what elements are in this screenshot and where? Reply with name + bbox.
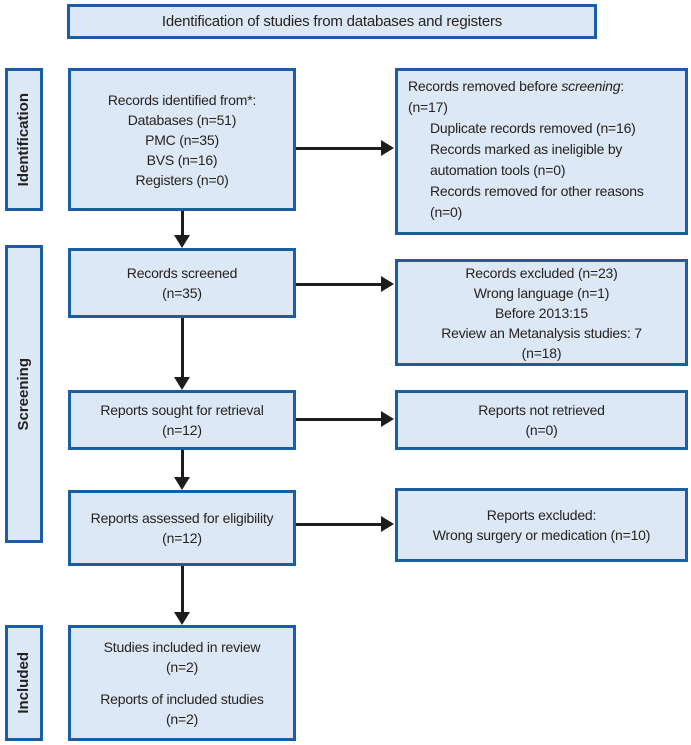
- box-records-identified: Records identified from*: Databases (n=5…: [68, 68, 296, 211]
- stage-label-screening: Screening: [5, 245, 43, 543]
- box-line: BVS (n=16): [146, 151, 218, 168]
- arrow-down-identified-to-screened: [174, 211, 190, 248]
- diagram-title-box: Identification of studies from databases…: [67, 4, 597, 39]
- stage-label-identification: Identification: [5, 68, 43, 211]
- box-reports-excluded: Reports excluded: Wrong surgery or medic…: [395, 488, 688, 562]
- box-line: PMC (n=35): [145, 131, 219, 148]
- box-line: Reports excluded:: [486, 507, 597, 523]
- stage-label-text: Included: [15, 652, 32, 714]
- box-line: (n=12): [162, 530, 202, 546]
- included-group-1: Studies included in review (n=2): [104, 637, 261, 677]
- stage-label-text: Screening: [15, 357, 32, 431]
- box-line: (n=2): [165, 659, 199, 675]
- box-included-studies: Studies included in review (n=2) Reports…: [68, 625, 296, 741]
- box-line: Records screened: [126, 265, 238, 281]
- box-records-screened: Records screened (n=35): [68, 248, 296, 318]
- box-line: Records identified from*:: [107, 91, 257, 108]
- arrow-down-assessed-to-included: [174, 566, 190, 625]
- arrow-right-identified-to-removed: [296, 140, 394, 156]
- arrow-right-assessed-to-excluded: [296, 516, 394, 532]
- box-line: (n=17): [408, 99, 448, 115]
- box-line: Records excluded (n=23): [465, 264, 618, 281]
- heading-prefix: Records removed before: [408, 78, 562, 94]
- box-line: Wrong surgery or medication (n=10): [432, 527, 651, 543]
- arrow-right-screened-to-excluded: [296, 276, 394, 292]
- box-line: Reports sought for retrieval: [100, 402, 264, 418]
- box-line: Databases (n=51): [127, 111, 237, 128]
- box-line: Before 2013:15: [495, 304, 588, 321]
- box-sub-item: Records removed for other reasons (n=0): [430, 183, 644, 220]
- box-line: Wrong language (n=1): [473, 284, 610, 301]
- heading-italic: screening: [561, 78, 621, 94]
- box-reports-assessed: Reports assessed for eligibility (n=12): [68, 490, 296, 566]
- stage-label-included: Included: [5, 625, 43, 741]
- arrow-down-screened-to-sought: [174, 318, 190, 390]
- arrow-right-sought-to-not-retrieved: [296, 411, 394, 427]
- heading-suffix: :: [620, 78, 624, 94]
- box-line: Reports not retrieved: [478, 402, 605, 418]
- box-line: (n=0): [525, 422, 558, 438]
- box-heading: Records removed before screening:: [408, 76, 624, 97]
- box-line: Reports of included studies: [100, 691, 264, 707]
- stage-label-text: Identification: [15, 92, 32, 187]
- box-line: Reports assessed for eligibility: [90, 510, 274, 526]
- box-line: (n=2): [165, 711, 199, 727]
- box-line: Review an Metanalysis studies: 7: [441, 324, 642, 341]
- diagram-title: Identification of studies from databases…: [161, 12, 503, 30]
- included-group-2: Reports of included studies (n=2): [100, 689, 264, 729]
- box-line: (n=35): [162, 285, 202, 301]
- box-records-excluded: Records excluded (n=23) Wrong language (…: [395, 259, 688, 366]
- box-line: (n=12): [162, 422, 202, 438]
- box-sub-item: Records marked as ineligible by automati…: [430, 141, 623, 178]
- box-reports-not-retrieved: Reports not retrieved (n=0): [395, 390, 688, 450]
- arrow-down-sought-to-assessed: [174, 450, 190, 490]
- box-line: Registers (n=0): [135, 171, 229, 188]
- box-reports-sought: Reports sought for retrieval (n=12): [68, 390, 296, 450]
- box-records-removed: Records removed before screening: (n=17)…: [395, 68, 688, 235]
- box-line: (n=18): [521, 344, 562, 361]
- box-line: Studies included in review: [103, 639, 261, 655]
- box-sub-item: Duplicate records removed (n=16): [430, 120, 636, 136]
